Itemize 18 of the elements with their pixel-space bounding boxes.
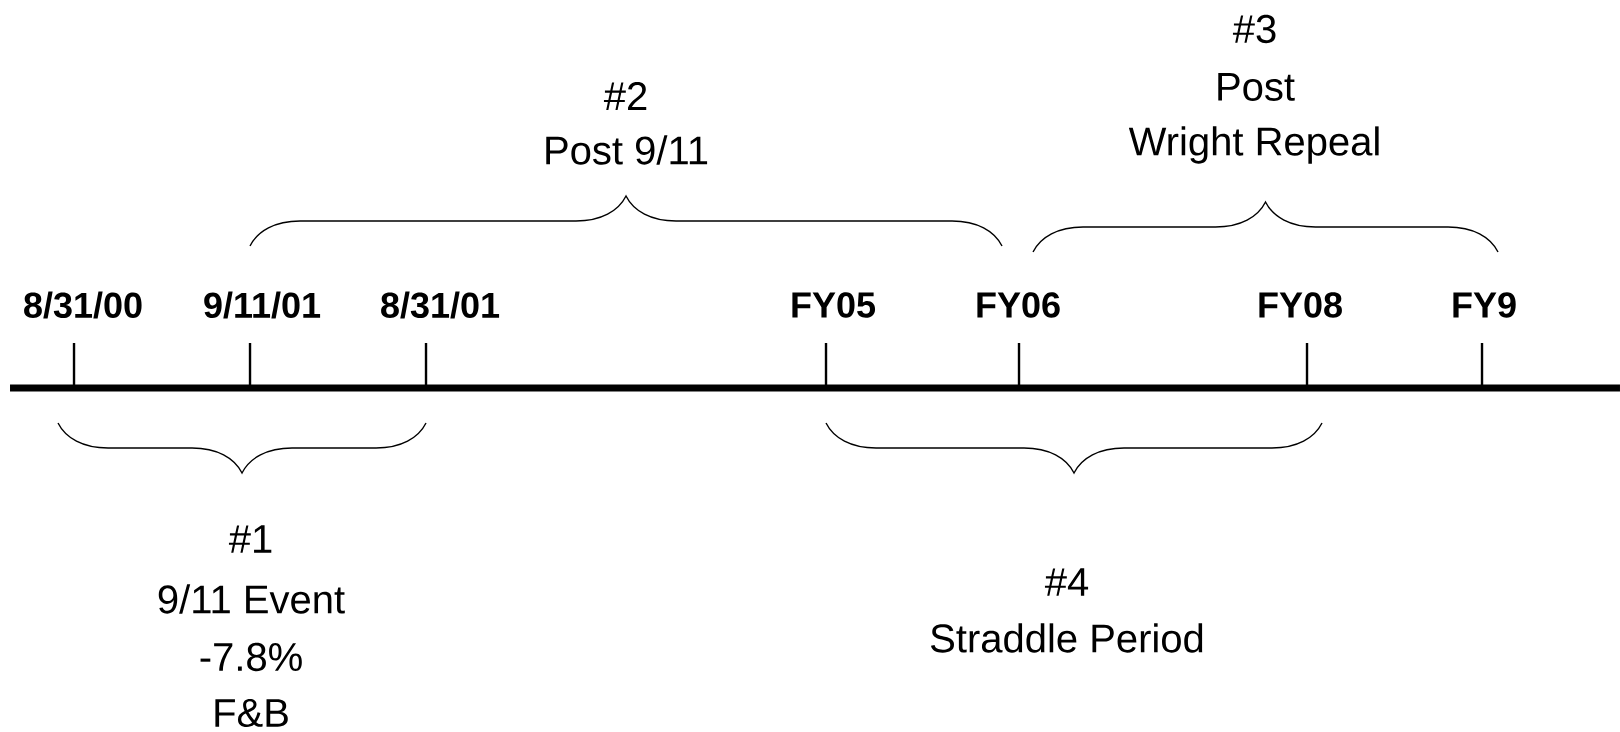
period-label: Post 9/11: [546, 135, 708, 165]
tick-label: FY05: [792, 292, 876, 318]
tick-label: 9/11/01: [204, 291, 321, 319]
tick-label: 8/31/01: [381, 291, 500, 319]
period-label: #1: [228, 525, 272, 553]
period-label: Straddle Period: [930, 623, 1203, 653]
period-label: Post: [1218, 73, 1295, 101]
period-label: -7.8%: [200, 642, 302, 672]
period-label: 9/11 Event: [158, 584, 345, 614]
tick-label: FY08: [1259, 292, 1342, 318]
period-label: #2: [603, 82, 647, 110]
period-label: F&B: [215, 698, 288, 727]
tick-label: FY9: [1453, 292, 1516, 318]
tick-label: 8/31/00: [24, 291, 142, 319]
period-label: #3: [1232, 14, 1276, 44]
period-label: Wright Repeal: [1128, 126, 1379, 164]
period-label: #4: [1044, 568, 1089, 596]
tick-label: FY06: [977, 292, 1060, 318]
